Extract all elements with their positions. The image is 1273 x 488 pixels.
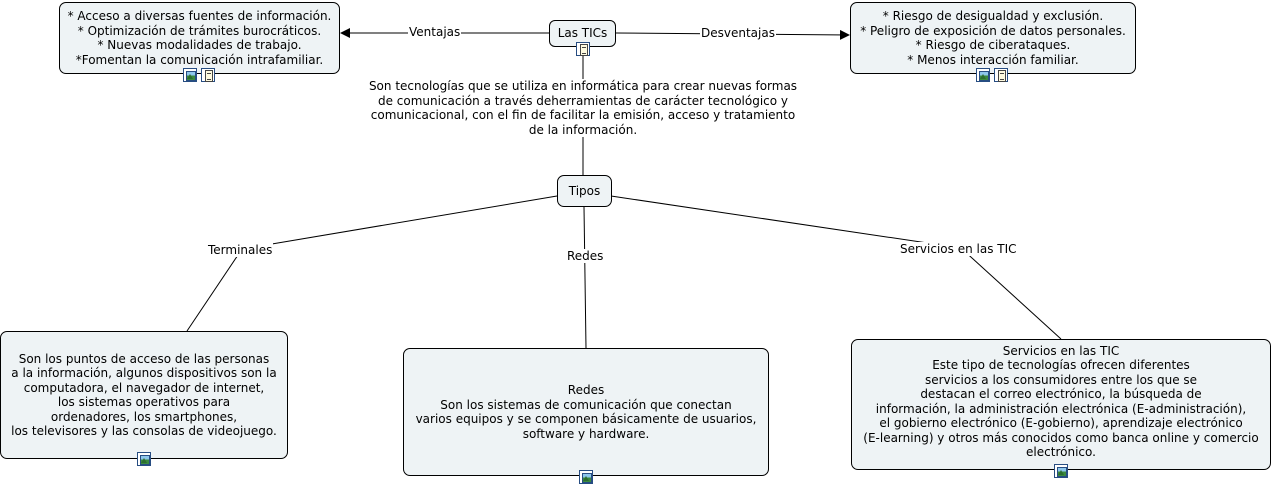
document-resource-icon[interactable] [994,68,1008,82]
concept-label: Las TICs [557,26,608,41]
concept-node-redes[interactable]: Redes Son los sistemas de comunicación q… [403,348,769,476]
link-label-servicios: Servicios en las TIC [899,242,1018,256]
concept-label: Tipos [568,183,601,198]
concept-text: * Acceso a diversas fuentes de informaci… [67,9,332,67]
image-resource-icon[interactable] [137,452,151,466]
concept-text: Servicios en las TIC Este tipo de tecnol… [863,343,1259,460]
tipos-redes-line [583,206,587,349]
image-resource-icon[interactable] [1054,464,1068,478]
link-label-ventajas: Ventajas [408,25,462,39]
link-label-desventajas: Desventajas [700,26,776,40]
image-resource-icon[interactable] [579,470,593,484]
concept-node-terminales[interactable]: Son los puntos de acceso de las personas… [0,331,288,459]
concept-node-desventajas[interactable]: * Riesgo de desigualdad y exclusión. * P… [850,2,1136,74]
concept-node-tipos[interactable]: Tipos [557,175,612,207]
document-resource-icon[interactable] [576,42,590,56]
servicios-box-line [960,247,1062,340]
tipos-servicios-line [610,195,962,249]
link-label-redes: Redes [566,249,605,263]
tipos-terminales-line [241,195,558,250]
document-resource-icon[interactable] [201,68,215,82]
concept-node-ventajas[interactable]: * Acceso a diversas fuentes de informaci… [59,2,340,74]
terminales-box-line [186,248,243,332]
link-label-terminales: Terminales [207,243,274,257]
concept-text: Son los puntos de acceso de las personas… [11,351,277,439]
concept-text: Redes Son los sistemas de comunicación q… [415,383,757,441]
concept-text: * Riesgo de desigualdad y exclusión. * P… [860,9,1126,67]
image-resource-icon[interactable] [976,68,990,82]
link-label-definition: Son tecnologías que se utiliza en inform… [364,79,802,137]
concept-node-servicios[interactable]: Servicios en las TIC Este tipo de tecnol… [851,339,1271,470]
image-resource-icon[interactable] [183,68,197,82]
